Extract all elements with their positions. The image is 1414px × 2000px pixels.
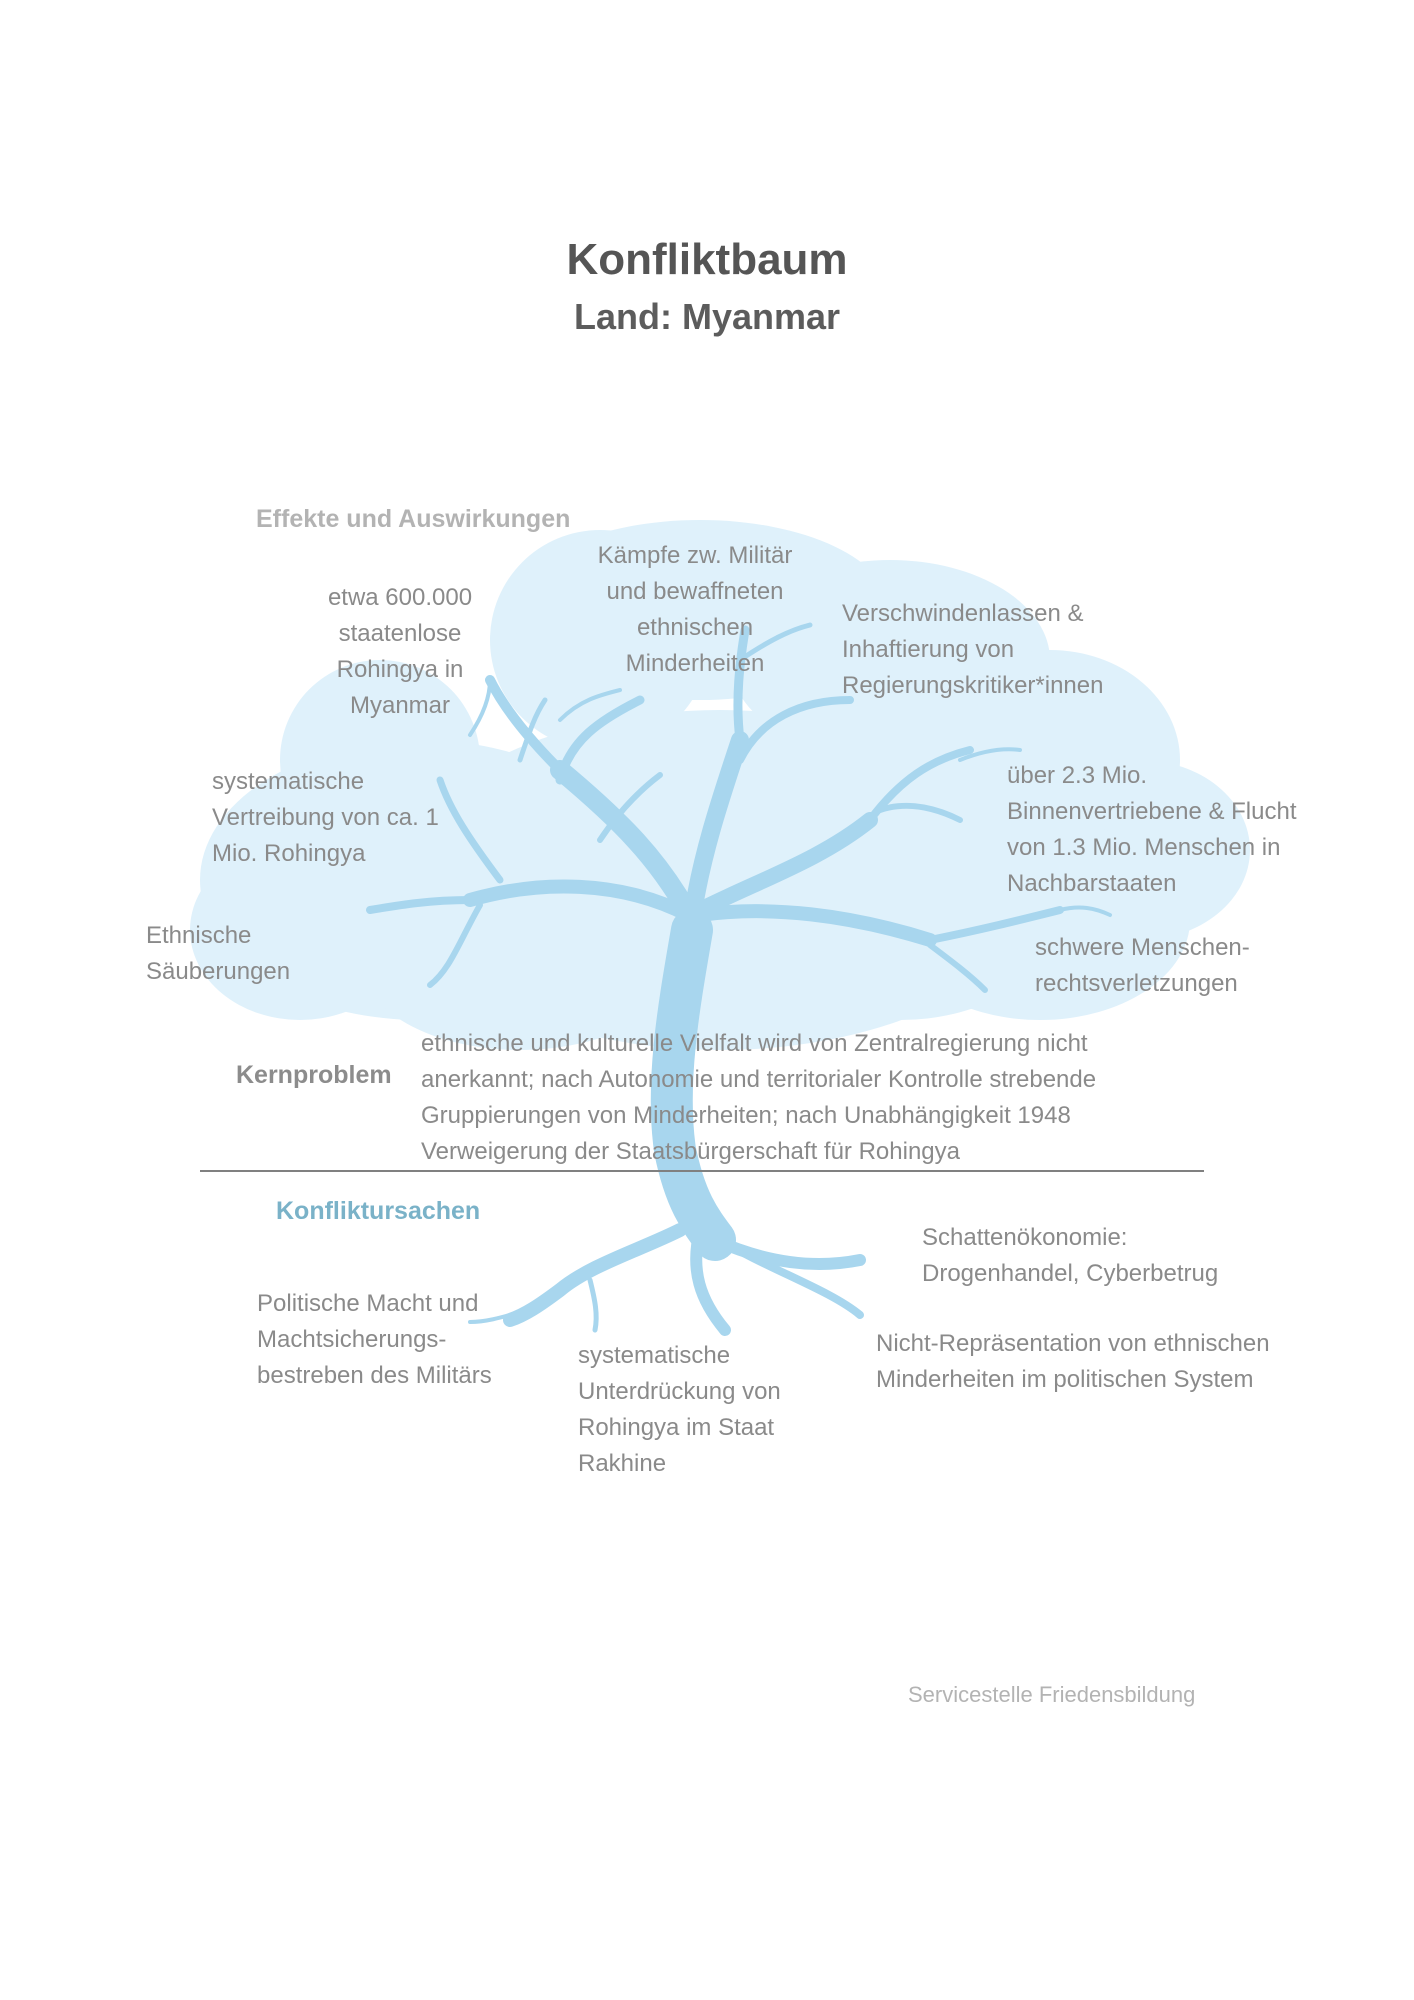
effect-human-rights: schwere Menschen- rechtsverletzungen [1035,934,1250,997]
causes-heading: Konfliktursachen [276,1197,481,1225]
divider-line [200,1170,1204,1172]
page-subtitle: Land: Myanmar [573,296,841,337]
effect-fighting: Kämpfe zw. Militär und bewaffneten ethni… [597,542,793,677]
effect-disappearances: Verschwindenlassen & Inhaftierung von Re… [842,600,1104,699]
effect-displacement: über 2.3 Mio. Binnenvertriebene & Flucht… [1007,762,1297,897]
cause-military-power: Politische Macht und Machtsicherungs- be… [257,1290,492,1389]
effect-expulsion: systematische Vertreibung von ca. 1 Mio.… [212,768,439,867]
core-problem-text: ethnische und kulturelle Vielfalt wird v… [421,1030,1097,1165]
cause-non-representation: Nicht-Repräsentation von ethnischen Mind… [876,1330,1270,1393]
effect-stateless-rohingya: etwa 600.000 staatenlose Rohingya in Mya… [327,584,473,719]
cause-rohingya-oppression: systematische Unterdrückung von Rohingya… [578,1342,781,1477]
tree-branches [366,622,1112,1336]
effect-ethnic-cleansing: Ethnische Säuberungen [146,922,291,985]
page-title: Konfliktbaum [566,235,848,284]
footer-credit: Servicestelle Friedensbildung [908,1682,1196,1707]
core-problem-heading: Kernproblem [236,1061,392,1089]
cause-shadow-economy: Schattenökonomie: Drogenhandel, Cyberbet… [922,1224,1219,1287]
effects-heading: Effekte und Auswirkungen [256,505,571,533]
